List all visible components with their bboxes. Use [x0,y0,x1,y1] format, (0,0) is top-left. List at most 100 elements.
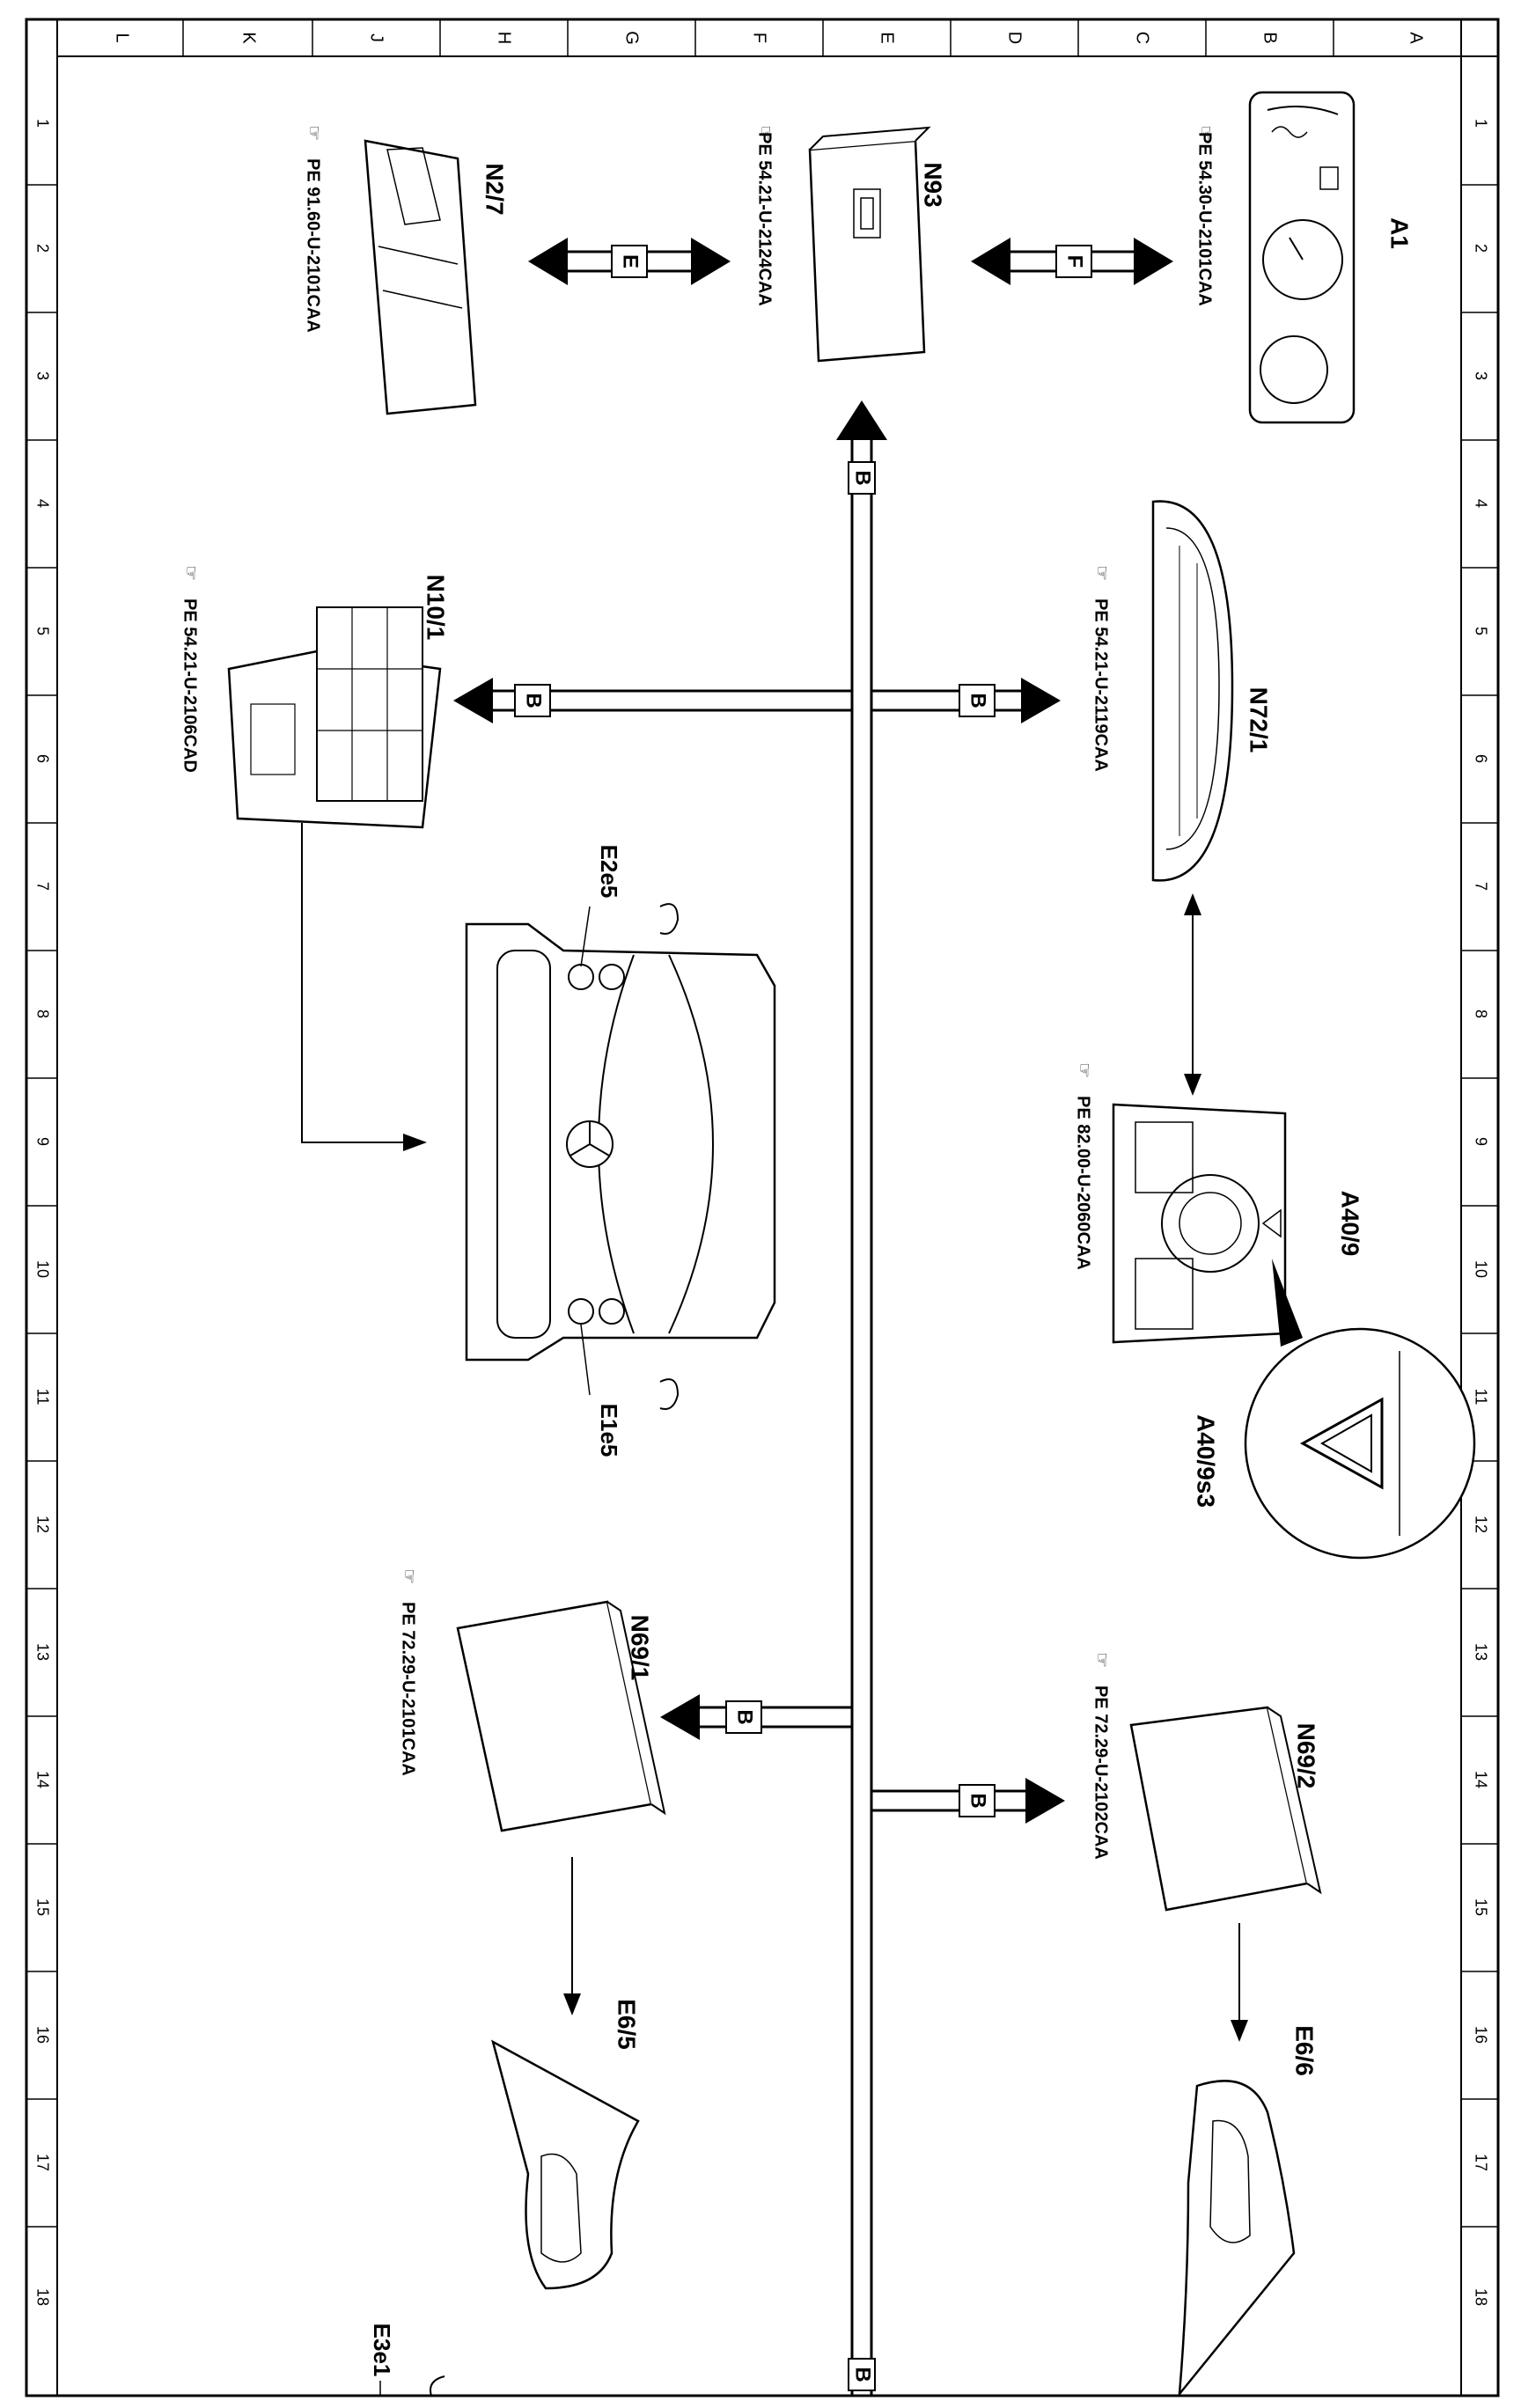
row-label-left-12: 12 [33,1516,51,1533]
row-label-right-15: 15 [1472,1898,1489,1916]
e3e1-label: E3e1 [369,2324,395,2377]
e6-6-mirror-icon [1178,2080,1296,2397]
outer-frame [25,18,1500,2397]
row-label-left-7: 7 [33,882,51,891]
row-label-left-3: 3 [33,371,51,380]
row-label-left-15: 15 [33,1898,51,1916]
col-label-G: G [622,31,642,45]
a40-9-ref: PE 82.00-U-2060CAA [1074,1096,1093,1270]
a1-ref-hand-icon: ☞ [1195,125,1215,141]
row-label-left-14: 14 [33,1771,51,1788]
row-label-right-12: 12 [1472,1516,1489,1533]
n72-1-ref-hand-icon: ☞ [1091,565,1111,581]
e6-5-label: E6/5 [614,1999,641,2050]
n93-label: N93 [920,162,947,207]
n72-1-control-panel-icon [1151,500,1234,882]
n93-ref-hand-icon: ☞ [755,125,775,141]
row-label-right-7: 7 [1472,882,1489,891]
n69-1-label: N69/1 [627,1615,654,1681]
n69-2-to-e6-6-link [1231,1923,1248,2042]
n10-to-headlamp-link [301,823,427,1151]
arrow-to-n10-1 [453,678,493,723]
n69-1-door-module-icon [456,1600,666,1832]
n69-2-door-module-icon [1129,1706,1322,1912]
n10-1-ref-hand-icon: ☞ [180,565,200,581]
row-label-left-8: 8 [33,1009,51,1018]
col-label-K: K [239,32,259,44]
row-label-right-8: 8 [1472,1009,1489,1018]
row-label-right-2: 2 [1472,244,1489,253]
row-labels-left: 1 2 3 4 5 6 7 8 9 10 11 12 13 14 15 16 1… [33,119,51,2306]
bus-label-b-n72: B [966,693,990,708]
e2e5-label: E2e5 [596,845,622,899]
n69-1-ref: PE 72.29-U-2101CAA [399,1602,418,1776]
col-label-A: A [1407,32,1426,44]
row-label-right-10: 10 [1472,1260,1489,1278]
e1e5-lamp-icon [568,1298,594,1325]
car-front-icon [465,903,776,1410]
n69-1-ref-hand-icon: ☞ [399,1568,418,1584]
row-label-right-14: 14 [1472,1771,1489,1788]
col-label-L: L [113,33,132,42]
n69-2-ref-hand-icon: ☞ [1091,1652,1111,1668]
e6-5-mirror-icon [491,2039,640,2290]
row-label-right-5: 5 [1472,627,1489,635]
row-labels-right: 1 2 3 4 5 6 7 8 9 10 11 12 13 14 15 16 1… [1472,119,1489,2306]
row-label-right-13: 13 [1472,1643,1489,1661]
n93-module-icon [808,126,931,363]
row-label-left-10: 10 [33,1260,51,1278]
bus-label-b-n69-2: B [966,1793,990,1808]
bus-label-b-n10: B [522,693,546,708]
row-dividers [26,184,1498,2228]
can-b-branch-row6: B B [453,678,1061,723]
col-label-F: F [750,33,769,43]
a40-9-label: A40/9 [1337,1191,1364,1257]
n10-1-label: N10/1 [422,575,450,641]
col-label-H: H [495,32,514,44]
n2-7-ref-hand-icon: ☞ [304,125,323,141]
column-dividers [182,19,1334,56]
bus-label-b-bottom: B [851,2367,875,2382]
row-label-right-6: 6 [1472,754,1489,763]
n2-7-ref: PE 91.60-U-2101CAA [304,158,323,333]
n69-2-label: N69/2 [1293,1723,1320,1789]
n2-7-module-icon [364,139,477,415]
hazard-button-icon [1261,1208,1282,1238]
instrument-cluster-icon [1248,91,1356,424]
row-label-left-9: 9 [33,1137,51,1146]
can-e-link: E [528,238,731,285]
col-label-D: D [1005,32,1025,44]
row-label-left-13: 13 [33,1643,51,1661]
row-label-left-4: 4 [33,499,51,508]
bus-label-b-n69-1: B [733,1709,757,1724]
can-b-branch-n69-1: B [660,1694,852,1740]
row-label-left-2: 2 [33,244,51,253]
e6-6-label: E6/6 [1291,2025,1319,2076]
a1-ref: PE 54.30-U-2101CAA [1195,132,1215,306]
row-label-left-16: 16 [33,2026,51,2044]
a1-label: A1 [1386,217,1414,249]
n69-2-ref: PE 72.29-U-2102CAA [1091,1685,1111,1860]
e1e5-label: E1e5 [596,1404,622,1457]
row-label-right-9: 9 [1472,1137,1489,1146]
n72-1-ref: PE 54.21-U-2119CAA [1091,598,1111,772]
bus-label-b-top: B [851,470,875,485]
hazard-triangle-icon [1299,1397,1384,1490]
can-b-main-bus: B B [836,400,887,2396]
a40-9s3-label: A40/9s3 [1193,1414,1220,1508]
a40-9-ref-hand-icon: ☞ [1074,1062,1093,1078]
n72-to-a40-link [1184,893,1201,1096]
arrow-to-n72-1 [1021,678,1061,723]
n10-1-ref: PE 54.21-U-2106CAD [180,598,200,773]
arrow-to-n69-2 [1025,1778,1065,1824]
n72-1-label: N72/1 [1245,687,1273,753]
row-label-left-1: 1 [33,119,51,128]
row-label-right-16: 16 [1472,2026,1489,2044]
row-label-right-4: 4 [1472,499,1489,508]
row-label-right-11: 11 [1472,1389,1489,1406]
a40-9-radio-icon [1112,1103,1287,1344]
row-label-left-11: 11 [33,1389,51,1406]
row-label-right-17: 17 [1472,2154,1489,2171]
row-label-left-5: 5 [33,627,51,635]
